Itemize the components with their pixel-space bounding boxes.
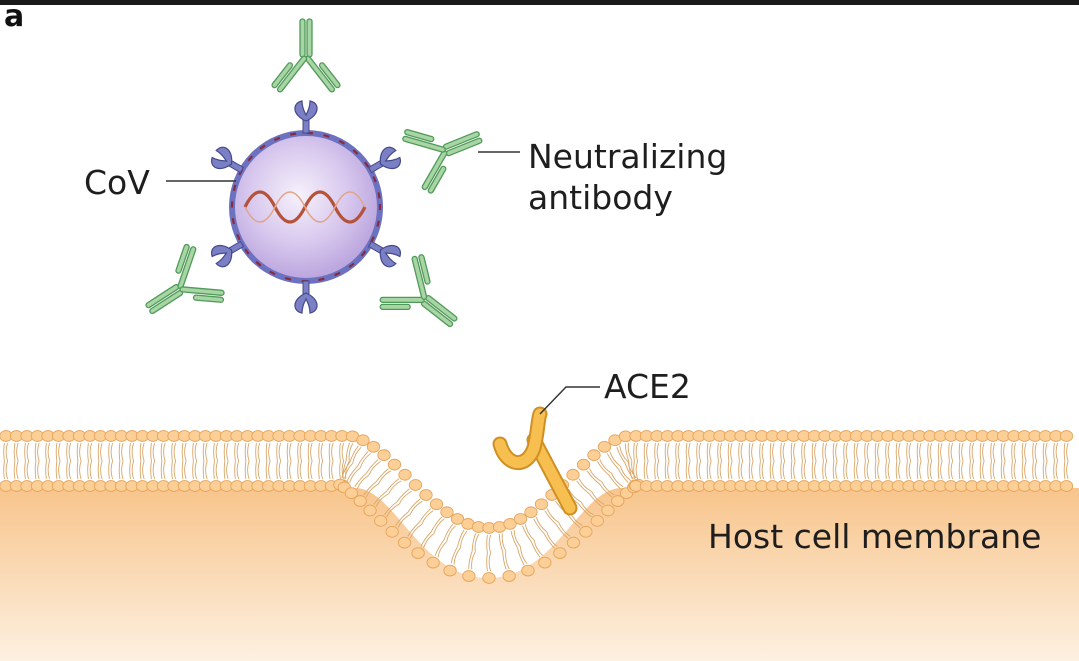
spike-protein-icon [367, 146, 401, 174]
spike-protein-icon [367, 240, 401, 268]
top-border [0, 0, 1079, 5]
panel-label: a [4, 0, 25, 34]
spike-protein-icon [211, 146, 245, 174]
spike-proteins [211, 100, 401, 314]
ace2-leader-line [539, 386, 600, 415]
antibody-icon [402, 129, 483, 194]
antibody-icon [271, 18, 341, 93]
antibody-icon [145, 243, 225, 315]
membrane-label: Host cell membrane [708, 517, 1041, 556]
cov-label: CoV [84, 163, 150, 202]
coronavirus-particle-icon [229, 130, 383, 284]
spike-protein-icon [211, 240, 245, 268]
cytoplasm [0, 488, 1079, 661]
spike-protein-icon [294, 280, 318, 314]
neutralizing-antibodies [145, 18, 483, 328]
antibody-label-line2: antibody [528, 178, 673, 217]
antibody-icon [379, 254, 458, 328]
lipid-bilayer [0, 430, 1074, 584]
antibody-label-line1: Neutralizing [528, 137, 727, 176]
ace2-label: ACE2 [604, 367, 691, 406]
spike-protein-icon [294, 100, 318, 134]
ace2-receptor-icon [492, 406, 578, 516]
